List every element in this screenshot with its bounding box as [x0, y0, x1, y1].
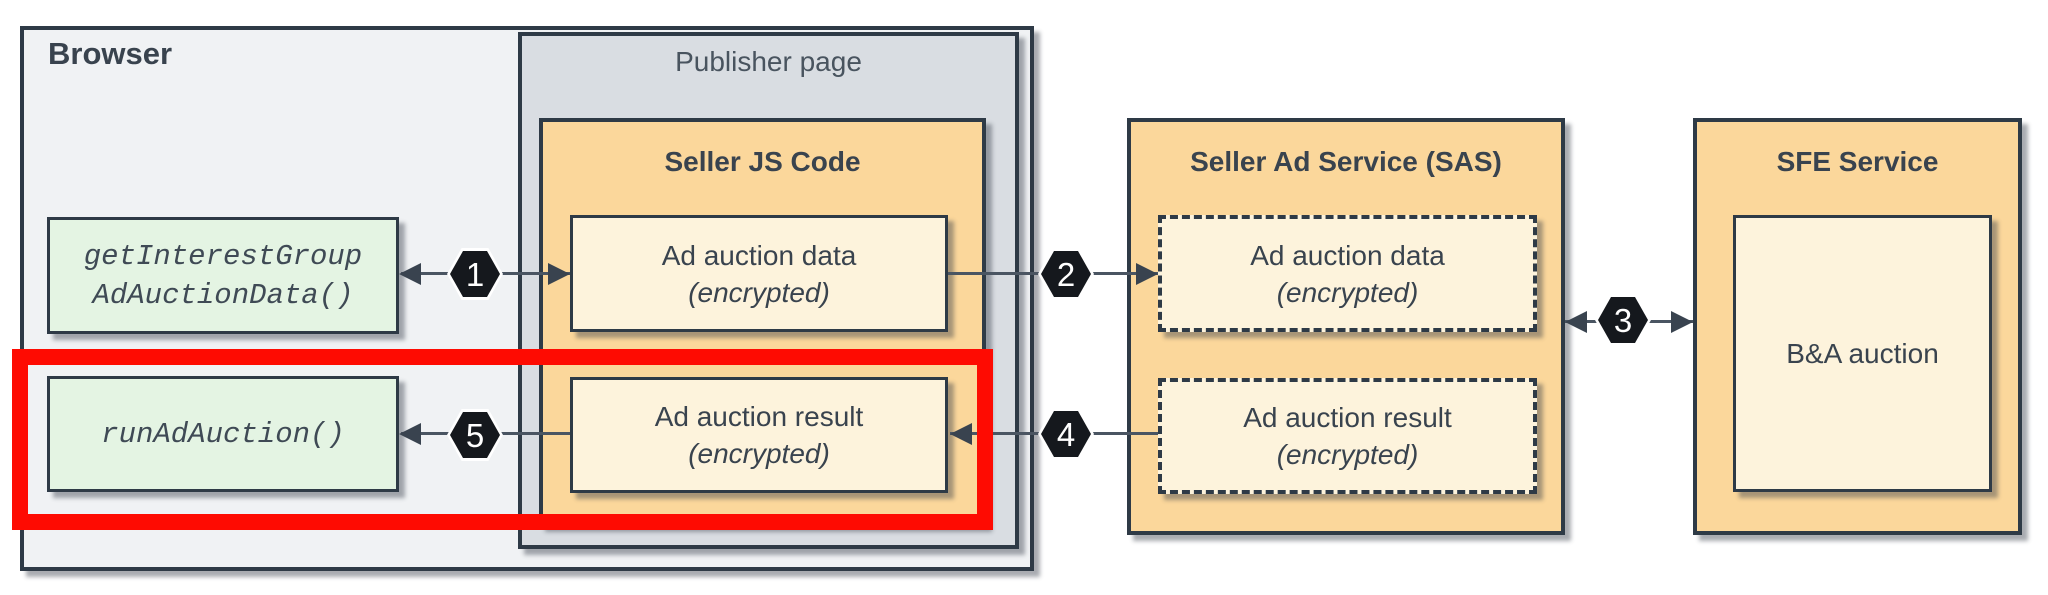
box-title: Ad auction data: [661, 239, 857, 271]
step-number: 2: [1056, 255, 1076, 293]
encrypted-label: (encrypted): [688, 276, 830, 308]
arrowhead-right-icon: [548, 263, 570, 285]
encrypted-label: (encrypted): [1276, 276, 1419, 308]
step-number: 4: [1056, 415, 1076, 453]
seller-js-code-title: Seller JS Code: [664, 146, 861, 177]
step-3-badge: 3: [1595, 294, 1651, 346]
box-title: Ad auction result: [654, 401, 864, 432]
arrowhead-left-icon: [950, 423, 972, 445]
sas-ad-auction-result-box: Ad auction result (encrypted): [1158, 378, 1537, 494]
step-number: 1: [465, 255, 485, 293]
step-2-badge: 2: [1038, 248, 1094, 300]
arrowhead-left-icon: [399, 263, 421, 285]
sas-ad-auction-data-box: Ad auction data (encrypted): [1158, 215, 1537, 332]
highlight-rectangle: [12, 349, 993, 530]
box-title: Ad auction data: [1250, 239, 1445, 271]
sjs-ad-auction-result-box: Ad auction result (encrypted): [570, 377, 948, 493]
hexagon-icon: 3: [1598, 297, 1648, 343]
step-4-badge: 4: [1038, 408, 1094, 460]
hexagon-icon: 2: [1041, 251, 1091, 297]
api-code-line-1: runAdAuction(): [101, 417, 345, 451]
ba-auction-box: B&A auction: [1733, 215, 1992, 492]
box-title: Ad auction result: [1243, 402, 1452, 433]
run-ad-auction-box: runAdAuction(): [47, 376, 399, 492]
sfe-service-title: SFE Service: [1776, 146, 1939, 177]
arrowhead-right-icon: [1671, 311, 1693, 333]
box-title: B&A auction: [1786, 338, 1939, 369]
arrowhead-left-icon: [399, 423, 421, 445]
arrowhead-left-icon: [1565, 311, 1587, 333]
encrypted-label: (encrypted): [1276, 439, 1419, 470]
step-number: 5: [465, 416, 485, 454]
step-number: 3: [1613, 301, 1633, 339]
hexagon-icon: 4: [1041, 411, 1091, 457]
api-code-line-1: getInterestGroup: [83, 239, 363, 273]
encrypted-label: (encrypted): [688, 438, 830, 469]
get-interest-group-ad-auction-data-box: getInterestGroup AdAuctionData(): [47, 217, 399, 334]
hexagon-icon: 1: [450, 251, 500, 297]
api-code-line-2: AdAuctionData(): [92, 278, 354, 312]
arrowhead-right-icon: [1136, 263, 1158, 285]
seller-ad-service-title: Seller Ad Service (SAS): [1190, 146, 1502, 177]
sjs-ad-auction-data-box: Ad auction data (encrypted): [570, 215, 948, 332]
browser-label: Browser: [48, 36, 173, 71]
publisher-page-label: Publisher page: [675, 46, 862, 77]
